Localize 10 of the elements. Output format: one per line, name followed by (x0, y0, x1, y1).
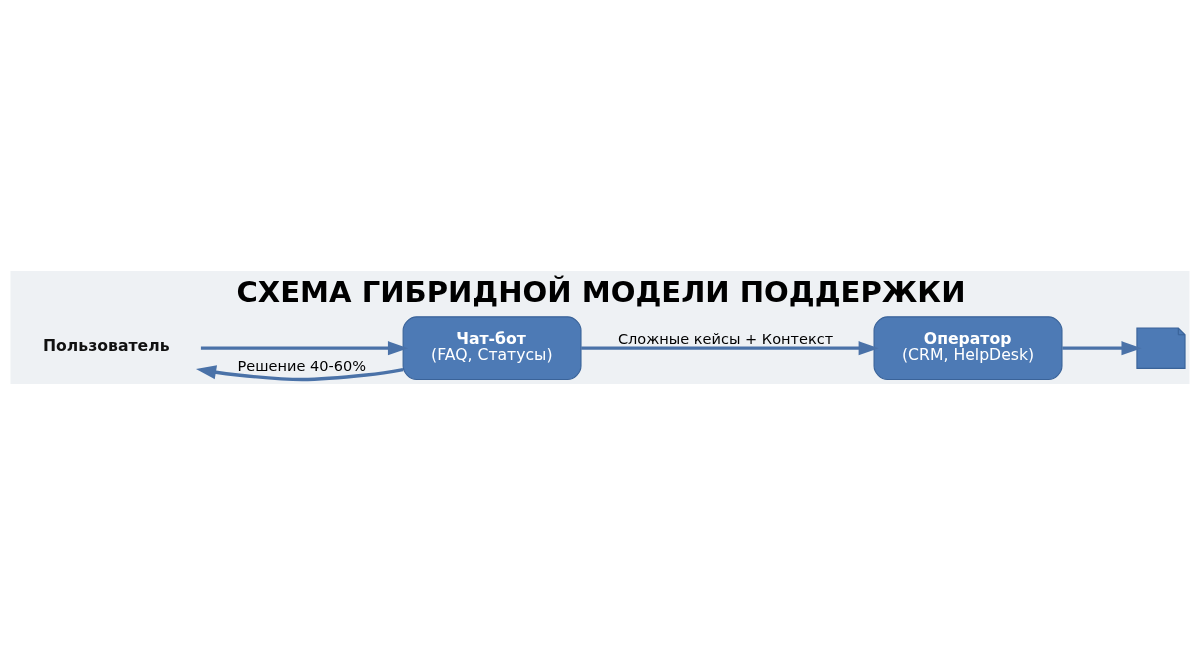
arrow (1062, 341, 1142, 356)
node-text: Пользователь (42, 336, 170, 356)
arrow (581, 341, 879, 356)
node-box: Чат-бот (FAQ, Статусы) (402, 316, 582, 381)
arrow (195, 365, 404, 382)
arrow (200, 341, 409, 356)
edge-label: Решение 40-60% (237, 358, 367, 374)
diagram-title: СХЕМА ГИБРИДНОЙ МОДЕЛИ ПОДДЕРЖКИ (236, 275, 966, 310)
node-box: Оператор (CRM, HelpDesk) (873, 316, 1063, 381)
edge-label: Сложные кейсы + Контекст (617, 331, 834, 348)
